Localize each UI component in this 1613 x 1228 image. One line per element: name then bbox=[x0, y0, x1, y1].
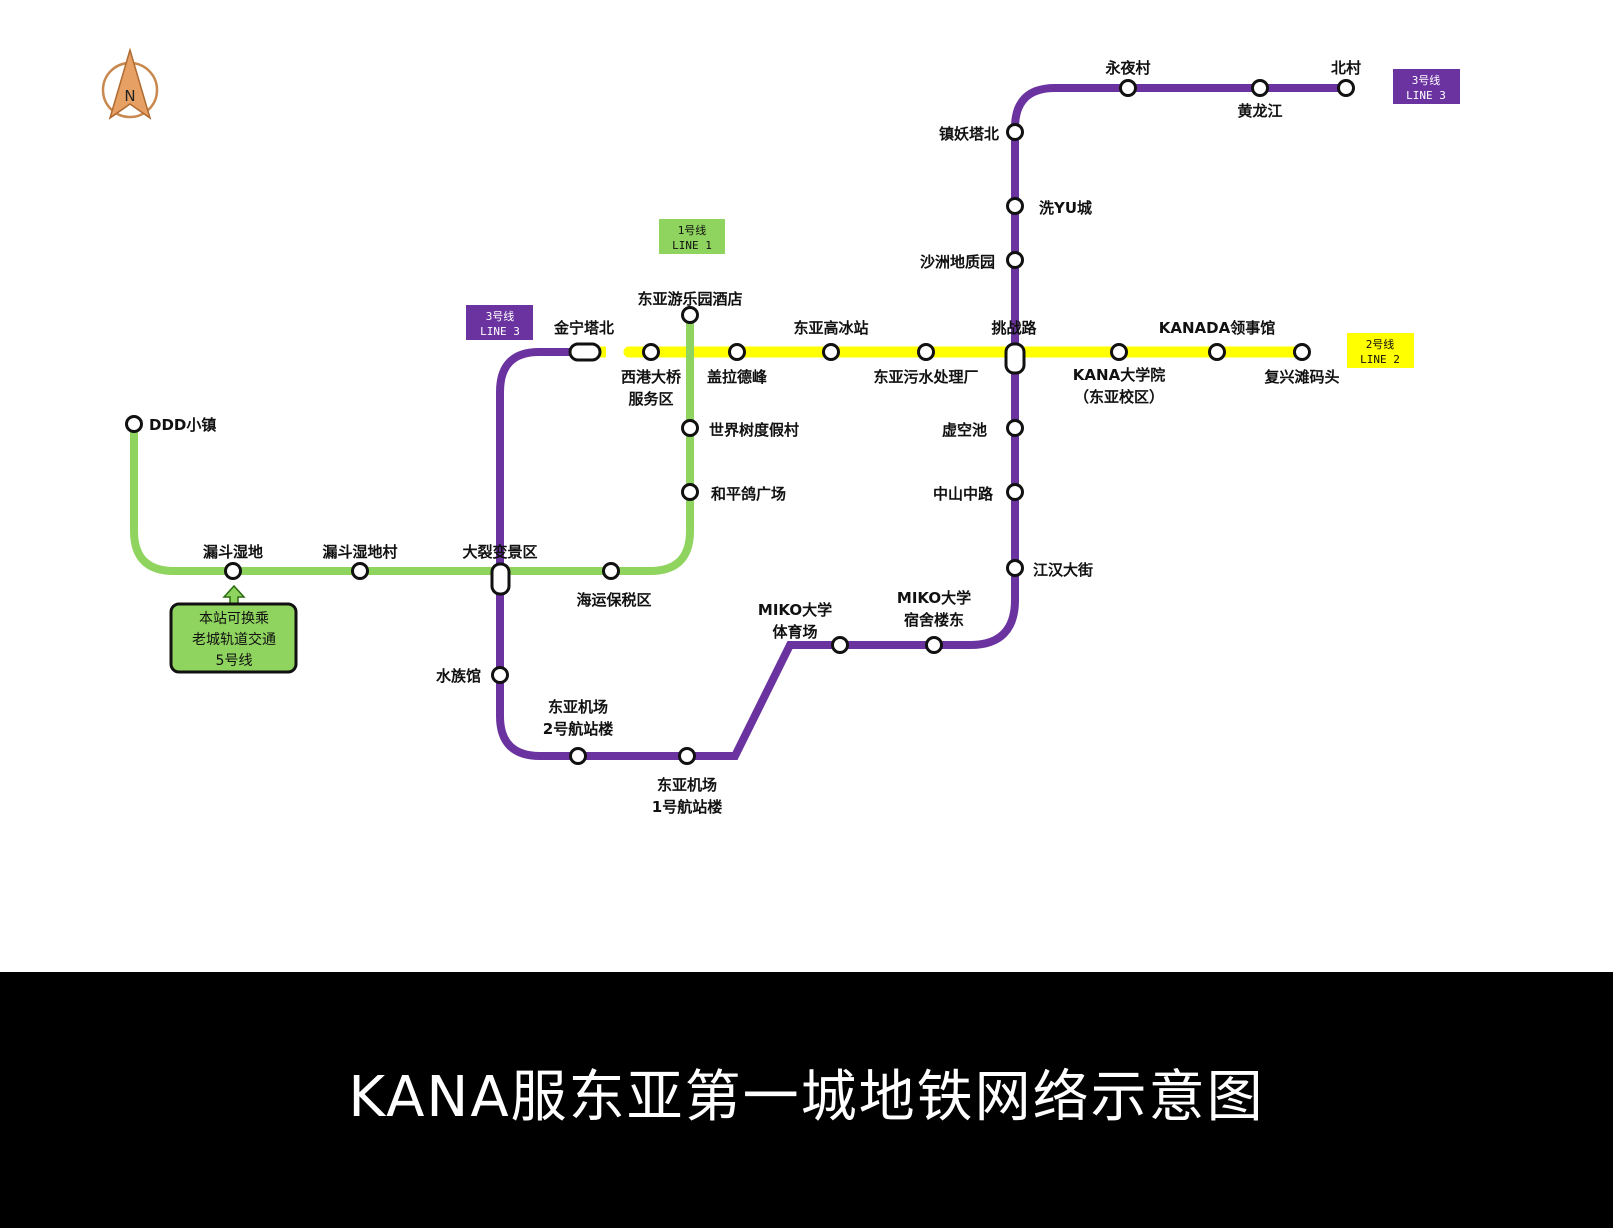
station-label: 挑战路 bbox=[991, 319, 1037, 337]
station-label: 复兴滩码头 bbox=[1263, 368, 1339, 386]
station-marker[interactable] bbox=[569, 747, 587, 765]
station-marker[interactable] bbox=[1119, 79, 1137, 97]
badge-text: LINE 3 bbox=[480, 325, 520, 338]
station-marker[interactable] bbox=[1006, 197, 1024, 215]
station-label: 东亚机场 bbox=[657, 776, 717, 794]
station-label: DDD小镇 bbox=[149, 416, 216, 434]
line-3-track bbox=[496, 84, 1347, 760]
station-label: 虚空池 bbox=[942, 421, 987, 439]
station-marker[interactable] bbox=[1293, 343, 1311, 361]
station-label: 东亚高冰站 bbox=[793, 319, 868, 337]
station-marker[interactable] bbox=[681, 306, 699, 324]
north-arrow-icon: N bbox=[101, 47, 159, 120]
station-marker[interactable] bbox=[831, 636, 849, 654]
line-3-badge: 3号线 LINE 3 bbox=[466, 305, 533, 340]
badge-text: LINE 3 bbox=[1406, 89, 1446, 102]
station-marker[interactable] bbox=[602, 562, 620, 580]
station-label: 镇妖塔北 bbox=[939, 125, 999, 143]
map-title: KANA服东亚第一城地铁网络示意图 bbox=[348, 1065, 1265, 1130]
station-label: 金宁塔北 bbox=[553, 319, 614, 337]
station-label: 东亚污水处理厂 bbox=[873, 368, 978, 386]
station-marker[interactable] bbox=[917, 343, 935, 361]
transfer-note-line: 5号线 bbox=[216, 653, 253, 669]
station-label: 漏斗湿地村 bbox=[322, 543, 397, 561]
station-label: 世界树度假村 bbox=[709, 421, 799, 439]
station-marker[interactable] bbox=[491, 666, 509, 684]
station-dots bbox=[125, 79, 1355, 765]
station-label: 大裂变景区 bbox=[462, 543, 537, 561]
metro-map-canvas: N 本站可换乘 老城轨道交通 5号线 3号线 LINE 3 1号线 bbox=[101, 47, 1460, 816]
station-label: 漏斗湿地 bbox=[203, 543, 263, 561]
station-marker[interactable] bbox=[125, 415, 143, 433]
station-label: 水族馆 bbox=[436, 667, 481, 685]
station-label: 永夜村 bbox=[1104, 59, 1150, 77]
station-label: 江汉大街 bbox=[1033, 561, 1093, 579]
station-marker[interactable] bbox=[224, 562, 242, 580]
station-label: 和平鸽广场 bbox=[711, 485, 786, 503]
station-marker[interactable] bbox=[1006, 419, 1024, 437]
station-label: MIKO大学 bbox=[897, 589, 971, 607]
station-label: 2号航站楼 bbox=[543, 720, 613, 738]
station-label: 沙洲地质园 bbox=[920, 253, 995, 271]
badge-text: 3号线 bbox=[486, 309, 515, 323]
interchange-station-marker[interactable] bbox=[568, 342, 602, 362]
badge-text: LINE 1 bbox=[672, 239, 712, 252]
station-label: 中山中路 bbox=[933, 485, 994, 503]
station-marker[interactable] bbox=[1006, 251, 1024, 269]
badge-text: 1号线 bbox=[678, 223, 707, 237]
line-1-track bbox=[130, 315, 694, 575]
transfer-note: 本站可换乘 老城轨道交通 5号线 bbox=[169, 602, 298, 674]
station-marker[interactable] bbox=[925, 636, 943, 654]
station-label: 1号航站楼 bbox=[652, 798, 722, 816]
badge-text: LINE 2 bbox=[1360, 353, 1400, 366]
station-marker[interactable] bbox=[728, 343, 746, 361]
station-label: 东亚机场 bbox=[548, 698, 608, 716]
interchange-station-marker[interactable] bbox=[490, 562, 511, 596]
transfer-arrow-icon bbox=[222, 584, 246, 605]
station-label: 体育场 bbox=[772, 623, 817, 641]
station-label: 黄龙江 bbox=[1237, 102, 1282, 120]
station-label: 西港大桥 bbox=[621, 368, 682, 386]
station-marker[interactable] bbox=[1006, 559, 1024, 577]
metro-map: N 本站可换乘 老城轨道交通 5号线 3号线 LINE 3 1号线 bbox=[101, 47, 1460, 816]
station-marker[interactable] bbox=[681, 419, 699, 437]
station-marker[interactable] bbox=[1006, 123, 1024, 141]
line-3-badge: 3号线 LINE 3 bbox=[1393, 69, 1460, 104]
station-label: 洗YU城 bbox=[1039, 199, 1092, 217]
station-marker[interactable] bbox=[1337, 79, 1355, 97]
transfer-note-line: 老城轨道交通 bbox=[192, 631, 276, 648]
station-label: 宿舍楼东 bbox=[904, 611, 964, 629]
station-marker[interactable] bbox=[681, 483, 699, 501]
station-marker[interactable] bbox=[1208, 343, 1226, 361]
station-label: 海运保税区 bbox=[576, 591, 651, 609]
station-label: 北村 bbox=[1331, 59, 1361, 77]
station-marker[interactable] bbox=[822, 343, 840, 361]
station-label: MIKO大学 bbox=[758, 601, 832, 619]
interchange-station-marker[interactable] bbox=[1004, 342, 1026, 375]
line-1-badge: 1号线 LINE 1 bbox=[659, 219, 725, 254]
station-marker[interactable] bbox=[678, 747, 696, 765]
station-labels: DDD小镇 漏斗湿地 漏斗湿地村 大裂变景区 海运保税区 和平鸽广场 世界树度假… bbox=[149, 59, 1361, 816]
station-label: KANADA领事馆 bbox=[1159, 319, 1275, 337]
station-marker[interactable] bbox=[1006, 483, 1024, 501]
station-label: 服务区 bbox=[628, 390, 673, 408]
station-label: （东亚校区） bbox=[1074, 388, 1164, 406]
badge-text: 3号线 bbox=[1412, 73, 1441, 87]
title-banner: KANA服东亚第一城地铁网络示意图 bbox=[0, 972, 1613, 1228]
compass-label: N bbox=[124, 87, 135, 105]
station-label: 盖拉德峰 bbox=[707, 368, 768, 386]
station-marker[interactable] bbox=[1251, 79, 1269, 97]
line-2-badge: 2号线 LINE 2 bbox=[1347, 333, 1414, 368]
station-marker[interactable] bbox=[642, 343, 660, 361]
station-label: KANA大学院 bbox=[1073, 366, 1165, 384]
station-marker[interactable] bbox=[1110, 343, 1128, 361]
transfer-note-line: 本站可换乘 bbox=[199, 610, 269, 627]
station-label: 东亚游乐园酒店 bbox=[637, 290, 742, 308]
station-marker[interactable] bbox=[351, 562, 369, 580]
badge-text: 2号线 bbox=[1366, 337, 1395, 351]
